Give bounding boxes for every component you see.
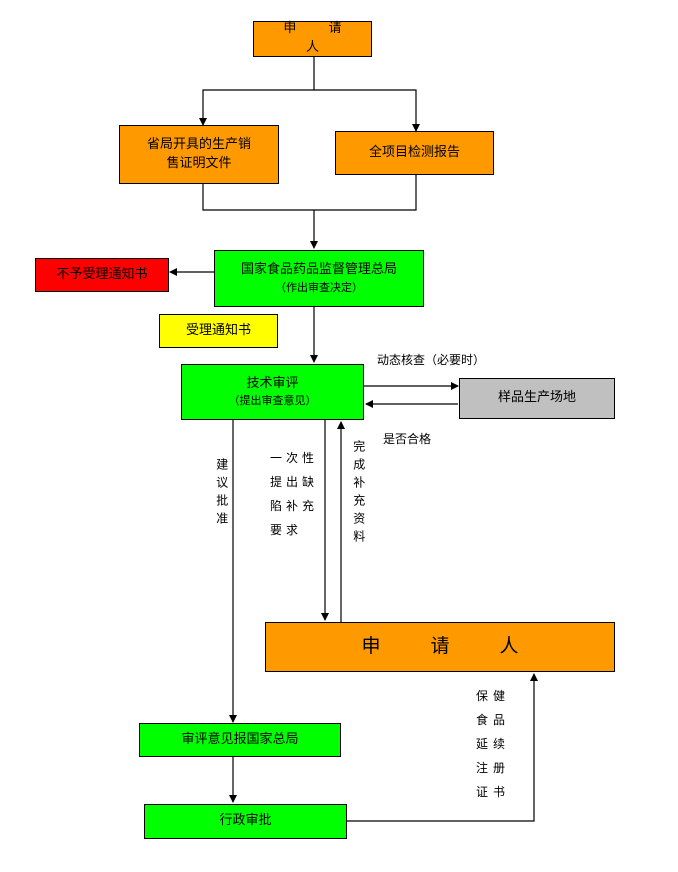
sfda-node: 国家食品药品监督管理总局 （作出审查决定） (214, 250, 424, 307)
connector-certificate (347, 673, 538, 822)
suggest-approve-label: 建议批准 (214, 458, 229, 530)
request-supplement-text: 一次性提出缺陷补充要求 (270, 451, 319, 537)
applicant-top-label: 申 请 人 (283, 21, 356, 55)
tech-review-line2: （提出审查意见） (228, 394, 317, 408)
test-report-label: 全项目检测报告 (368, 144, 460, 160)
admin-approval-label: 行政审批 (219, 813, 272, 829)
connector-to-test-report (314, 89, 420, 132)
applicant-mid-label: 申 请 人 (361, 635, 541, 658)
report-to-sfda-node: 审评意见报国家总局 (139, 723, 341, 757)
applicant-mid-node: 申 请 人 (265, 622, 615, 672)
sample-site-node: 样品生产场地 (459, 378, 615, 419)
renewal-certificate-text: 保健食品延续注册证书 (476, 689, 511, 799)
sample-site-label: 样品生产场地 (497, 390, 576, 406)
accept-notice-node: 受理通知书 (159, 314, 278, 348)
renewal-certificate-label: 保健食品延续注册证书 (476, 684, 526, 804)
connector-applicant-split (199, 57, 315, 126)
report-to-sfda-label: 审评意见报国家总局 (181, 731, 299, 747)
reject-notice-node: 不予受理通知书 (35, 258, 169, 292)
accept-notice-label: 受理通知书 (185, 322, 251, 338)
sfda-line1: 国家食品药品监督管理总局 (240, 262, 397, 278)
tech-review-node: 技术审评 （提出审查意见） (181, 364, 364, 420)
provincial-document-node: 省局开具的生产销 售证明文件 (119, 125, 279, 184)
reject-notice-label: 不予受理通知书 (56, 266, 148, 282)
qualified-label: 是否合格 (383, 432, 432, 446)
test-report-node: 全项目检测报告 (335, 131, 494, 175)
applicant-top-node: 申 请 人 (253, 21, 372, 57)
connector-docs-merge (202, 175, 417, 211)
complete-supplement-label: 完成补充资料 (351, 440, 366, 548)
provincial-document-line2: 售证明文件 (166, 155, 232, 171)
tech-review-line1: 技术审评 (246, 375, 299, 391)
admin-approval-node: 行政审批 (144, 804, 347, 839)
request-supplement-label: 一次性提出缺陷补充要求 (270, 446, 322, 542)
dynamic-check-label: 动态核查（必要时） (377, 353, 486, 367)
sfda-line2: （作出审查决定） (275, 280, 363, 294)
provincial-document-line1: 省局开具的生产销 (146, 136, 251, 152)
